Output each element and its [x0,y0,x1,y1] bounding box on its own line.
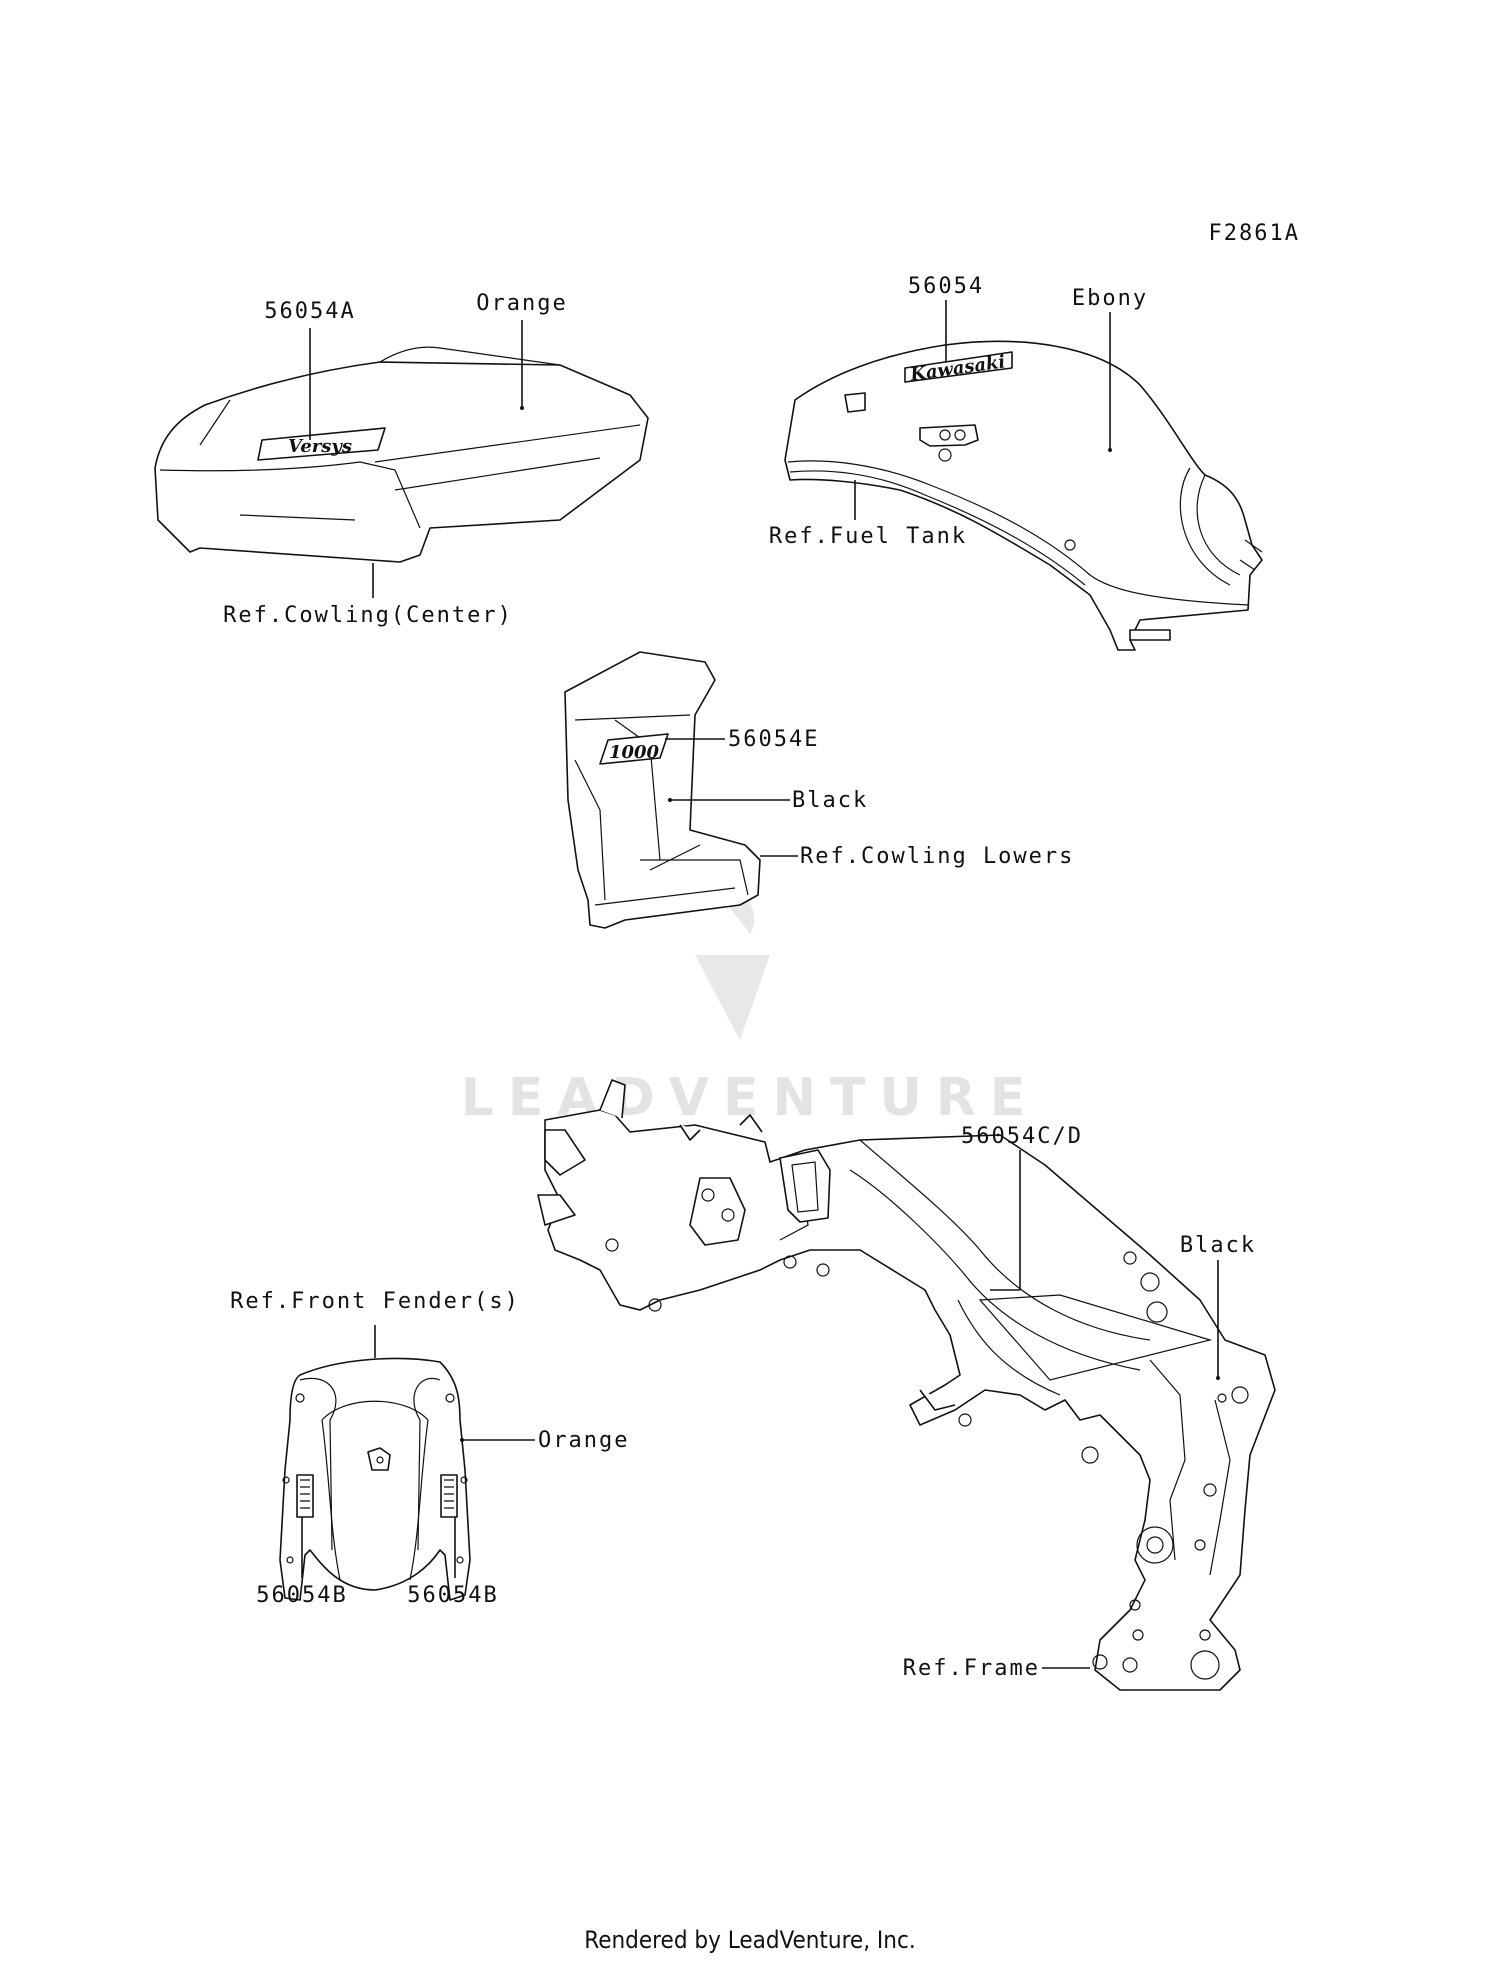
label-frame-color: Black [1180,1233,1256,1258]
1000-decal-text: 1000 [609,742,660,763]
versys-decal: Versys [257,427,386,461]
label-fuel-tank-ref: Ref.Fuel Tank [769,524,967,549]
label-lower-color: Black [792,788,868,813]
label-56054: 56054 [908,274,984,299]
fender-decal-left [296,1474,314,1518]
label-56054A: 56054A [264,299,355,324]
fuel-tank-shape [784,340,1263,651]
frame-drawing: 56054C/D Black Ref.Frame [537,1079,1276,1691]
front-fender-drawing: Ref.Front Fender(s) Orange 56054B 56054B [230,1289,629,1608]
label-tank-color: Ebony [1072,286,1148,311]
label-56054B-right: 56054B [407,1583,498,1608]
footer-credit: Rendered by LeadVenture, Inc. [584,1926,915,1954]
cowling-lower-shape [564,651,761,929]
label-56054E: 56054E [728,727,819,752]
label-frame-ref: Ref.Frame [903,1656,1040,1681]
label-cowling-lowers-ref: Ref.Cowling Lowers [800,844,1074,869]
1000-decal: 1000 [599,733,669,765]
tank-emblem-mount [844,392,866,413]
cowling-center-shape [154,361,649,563]
label-56054C-D: 56054C/D [961,1124,1083,1149]
cowling-lower-drawing: 1000 56054E Black Ref.Cowling Lowers [564,651,1074,929]
cowling-center-drawing: Versys 56054A Orange Ref.Cowling(Center) [154,291,649,628]
label-front-fender-ref: Ref.Front Fender(s) [230,1289,520,1314]
label-cowling-center-ref: Ref.Cowling(Center) [223,603,513,628]
fuel-cap-bracket [919,424,979,447]
label-seat-color: Orange [476,291,567,316]
versys-decal-text: Versys [288,436,352,457]
watermark-logo-icon [695,860,770,1040]
frame-shape [544,1109,1276,1691]
fender-decal-right [440,1474,458,1518]
figure-code: F2861A [1209,221,1300,246]
fender-emblem [367,1447,391,1471]
label-56054B-left: 56054B [256,1583,347,1608]
front-fender-shape [279,1357,471,1601]
label-fender-color: Orange [538,1428,629,1453]
fuel-tank-drawing: Kawasaki 56054 Ebony Ref.Fuel Tank [769,274,1263,651]
